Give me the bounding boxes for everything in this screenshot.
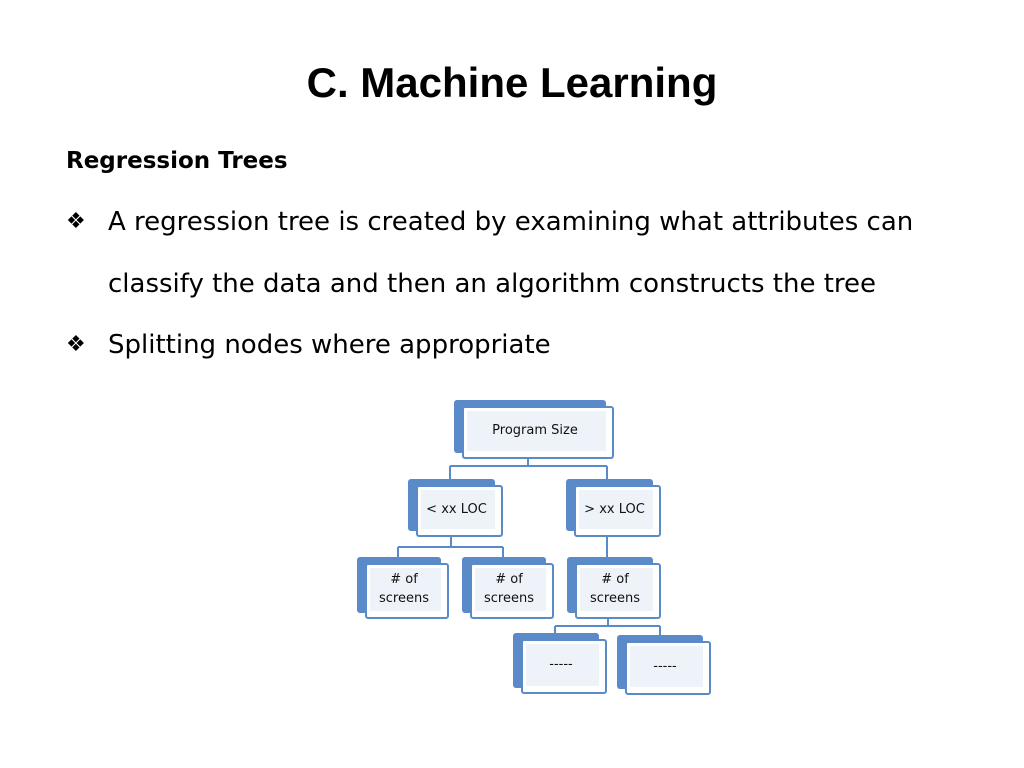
diamond-bullet-icon: ❖	[66, 332, 86, 357]
tree-node-left-screens-2: # of screens	[462, 557, 554, 619]
tree-node-greater-loc: > xx LOC	[566, 479, 661, 537]
tree-node-root: Program Size	[454, 400, 614, 459]
tree-node-less-loc: < xx LOC	[408, 479, 503, 537]
node-label: # of screens	[590, 572, 640, 606]
tree-node-right-leaf-1: -----	[513, 633, 607, 694]
section-subheading: Regression Trees	[66, 148, 288, 174]
node-label: -----	[549, 657, 573, 672]
node-label: -----	[653, 658, 677, 674]
connector-left-branch	[397, 537, 504, 564]
bullet-text: A regression tree is created by examinin…	[108, 207, 914, 299]
node-label: # of screens	[379, 572, 429, 606]
tree-node-right-leaf-2: -----	[617, 635, 711, 695]
bullet-text: Splitting nodes where appropriate	[108, 330, 551, 360]
node-label: # of screens	[484, 572, 534, 606]
diamond-bullet-icon: ❖	[66, 209, 86, 234]
tree-node-left-screens-1: # of screens	[357, 557, 449, 619]
tree-node-right-screens: # of screens	[567, 557, 661, 619]
connector-root	[449, 454, 608, 486]
node-label: Program Size	[492, 423, 578, 438]
slide-title: C. Machine Learning	[306, 59, 718, 106]
bullet-item: ❖ A regression tree is created by examin…	[66, 191, 966, 315]
node-label: < xx LOC	[426, 501, 487, 517]
bullet-item: ❖ Splitting nodes where appropriate	[66, 314, 966, 376]
connector-right-child	[554, 618, 661, 641]
node-label: > xx LOC	[584, 501, 645, 517]
